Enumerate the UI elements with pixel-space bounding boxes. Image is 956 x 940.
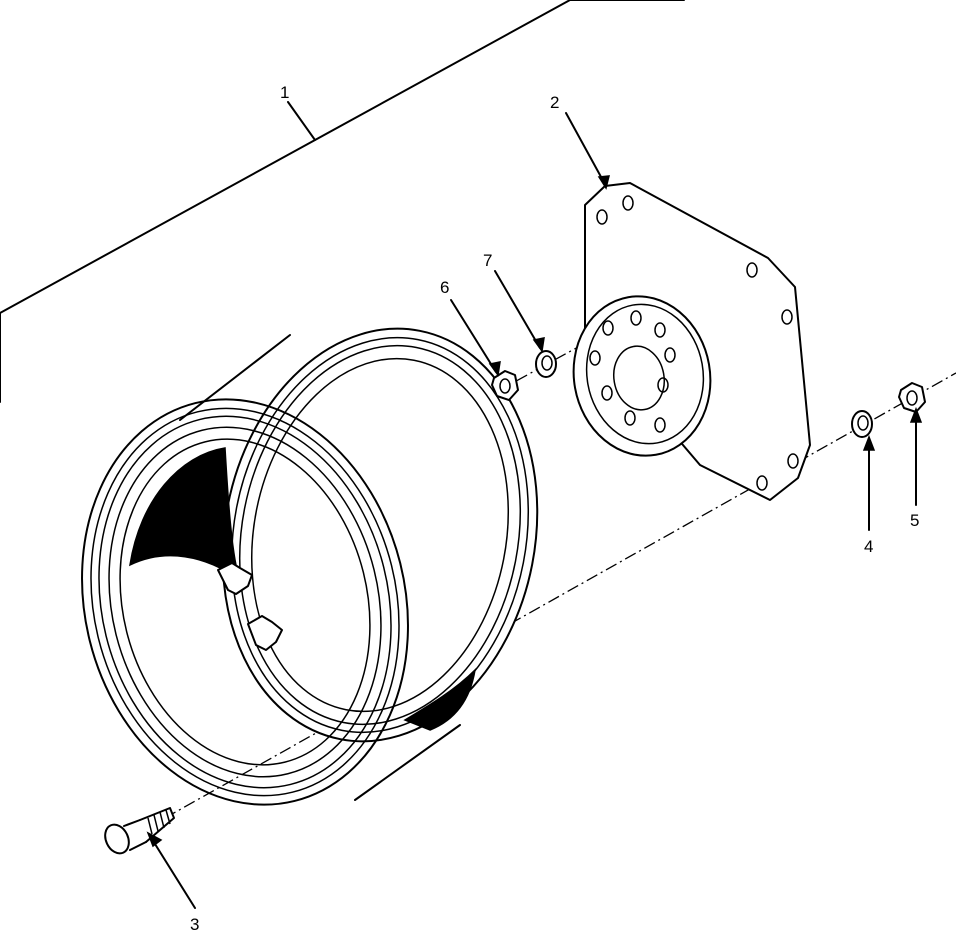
callout-4: 4 (864, 537, 873, 556)
bolt (104, 807, 175, 855)
nut-right (898, 382, 926, 413)
wheel-disc (572, 182, 811, 501)
callout-7: 7 (483, 251, 492, 270)
wheel-rim (81, 327, 539, 806)
washer-right (851, 410, 873, 438)
callout-6: 6 (440, 278, 449, 297)
callout-2: 2 (550, 93, 559, 112)
callout-5: 5 (910, 511, 919, 530)
nut-left (491, 370, 519, 401)
callout-labels: 1 2 3 4 5 6 7 (190, 83, 919, 934)
callout-3: 3 (190, 915, 199, 934)
callout-1: 1 (280, 83, 289, 102)
leader-lines (146, 101, 923, 909)
washer-left (535, 350, 557, 378)
assembly-bracket (0, 0, 685, 403)
